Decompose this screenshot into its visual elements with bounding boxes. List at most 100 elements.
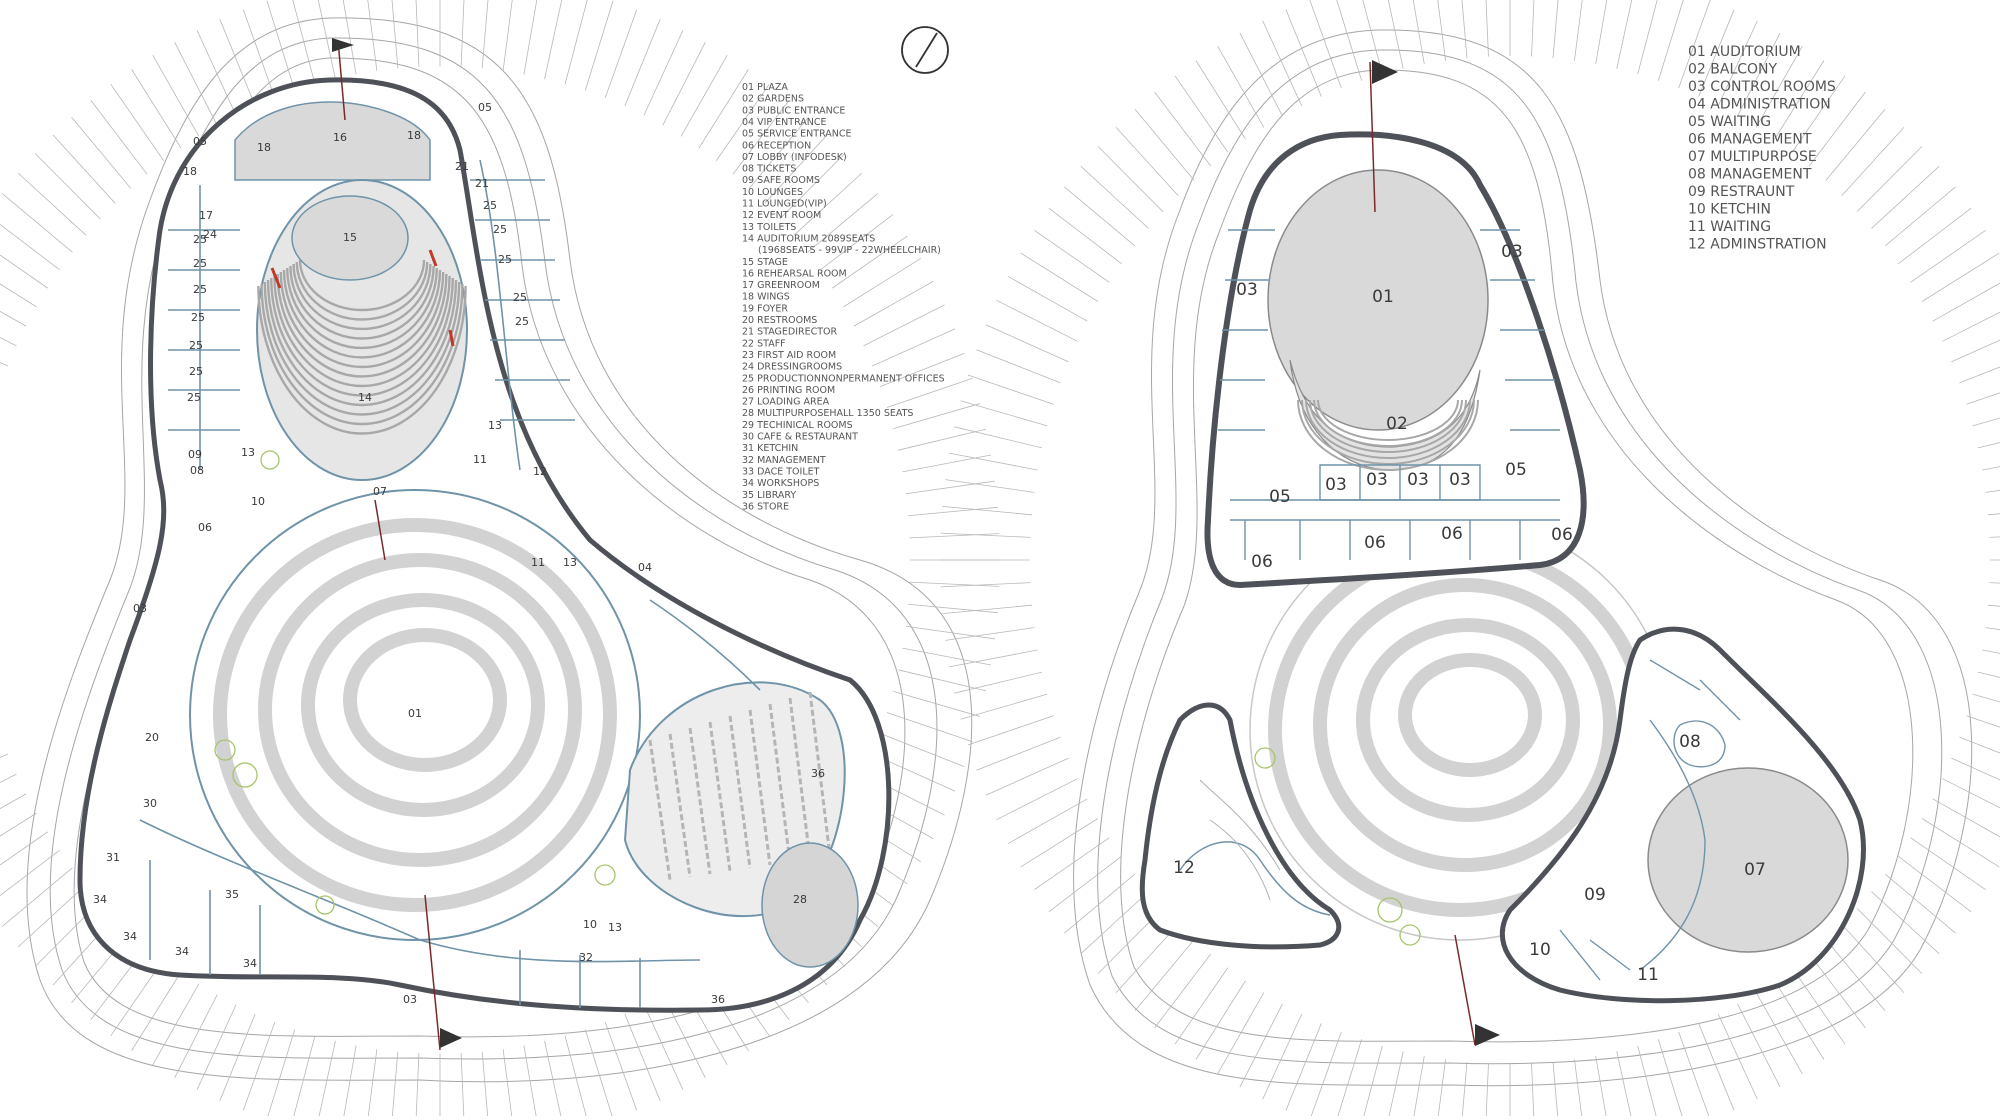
- contour-radial-line: [1959, 736, 2000, 754]
- east-wing-rooms: [1559, 659, 1741, 981]
- contour-radial-line: [680, 55, 728, 137]
- legend-item: 03 CONTROL ROOMS: [1688, 79, 1836, 95]
- contour-radial-line: [1362, 1045, 1383, 1120]
- room-label: 16: [333, 131, 347, 144]
- hall-seat-row: [648, 739, 672, 881]
- contour-radial-line: [1717, 20, 1758, 107]
- contour-radial-line: [1825, 109, 1886, 181]
- tree: [1254, 747, 1276, 769]
- contour-radial-line: [1942, 778, 2000, 809]
- balcony-row: [1309, 399, 1467, 453]
- contour-radial-line: [0, 310, 27, 327]
- contour-radial-line: [564, 0, 588, 85]
- room-label: 30: [143, 797, 157, 810]
- contour-radial-line: [976, 736, 1061, 771]
- room-label: 24: [203, 228, 217, 241]
- contour-radial-line: [1309, 1031, 1342, 1120]
- contour-2: [49, 37, 938, 1060]
- contour-radial-line: [242, 9, 276, 99]
- contour-radial-line: [174, 994, 218, 1078]
- plaza-ring: [213, 518, 617, 912]
- contour-radial-line: [131, 69, 182, 149]
- seat-row: [273, 275, 451, 388]
- seat-row: [282, 269, 442, 359]
- contour-radial-line: [1774, 980, 1825, 1060]
- contour-radial-line: [898, 669, 987, 692]
- contour-radial-line: [764, 134, 828, 204]
- contour-radial-line: [584, 1029, 614, 1120]
- contour-radial-line: [1977, 671, 2000, 678]
- seat-row: [286, 267, 438, 350]
- legend-item: (1968SEATS - 99VIP - 22WHEELCHAIR): [758, 245, 941, 256]
- room-label: 11: [1637, 965, 1659, 985]
- contour-radial-line: [996, 299, 1078, 342]
- right-trees: [1254, 747, 1421, 946]
- left-stage: [291, 195, 409, 281]
- contour-radial-line: [909, 581, 1000, 587]
- room-label: 21: [475, 177, 489, 190]
- room-label: 01: [1372, 287, 1394, 307]
- wall-west-rooms: [168, 229, 240, 431]
- contour-radial-line: [1336, 1039, 1363, 1120]
- room-label: 25: [189, 365, 203, 378]
- contour-radial-line: [0, 362, 8, 367]
- room-label: 25: [187, 391, 201, 404]
- room-label: 08: [190, 464, 204, 477]
- room-label: 09: [188, 448, 202, 461]
- contour-radial-line: [960, 693, 1048, 720]
- contour-radial-line: [1988, 513, 2000, 516]
- contour-radial-line: [0, 773, 17, 783]
- plaza-ring: [1398, 653, 1542, 777]
- contour-radial-line: [1174, 75, 1229, 153]
- contour-radial-line: [523, 1045, 538, 1120]
- contour-radial-line: [71, 116, 132, 189]
- seat-row: [270, 277, 454, 397]
- contour-radial-line: [1115, 924, 1179, 993]
- contour-radial-line: [481, 1051, 489, 1120]
- legend-item: 02 BALCONY: [1688, 62, 1778, 78]
- room-label: 25: [515, 315, 529, 328]
- contour-radial-line: [1791, 967, 1846, 1045]
- contour-radial-line: [1808, 91, 1866, 167]
- contour-radial-line: [1461, 0, 1468, 59]
- contour-radial-line: [1841, 924, 1905, 993]
- balcony-row: [1301, 399, 1475, 465]
- contour-radial-line: [1217, 992, 1265, 1074]
- contour-radial-line: [945, 627, 1035, 641]
- contour-radial-line: [1982, 649, 2000, 654]
- room-label: 31: [106, 851, 120, 864]
- right-auditorium-rooms: [1218, 229, 1560, 560]
- legend-item: 12 EVENT ROOM: [742, 210, 821, 221]
- room-label: 25: [193, 233, 207, 246]
- hall-seat-row: [808, 691, 832, 857]
- contour-radial-line: [1755, 992, 1803, 1074]
- contour-radial-line: [1885, 873, 1956, 934]
- room-label: 17: [199, 209, 213, 222]
- contour-radial-line: [367, 0, 378, 72]
- contour-radial-line: [196, 1004, 237, 1090]
- plaza-ring: [301, 593, 545, 817]
- contour-radial-line: [0, 793, 27, 810]
- contour-radial-line: [905, 480, 995, 495]
- contour-radial-line: [1616, 1051, 1633, 1120]
- room-label: 03: [133, 602, 147, 615]
- contour-radial-line: [1932, 282, 2000, 322]
- room-label: 07: [1744, 860, 1766, 880]
- contour-radial-line: [819, 214, 894, 271]
- contour-radial-line: [317, 0, 336, 79]
- contour-radial-line: [152, 983, 200, 1065]
- contour-radial-line: [0, 283, 37, 308]
- contour-radial-line: [1485, 0, 1489, 57]
- contour-radial-line: [942, 505, 1032, 516]
- contour-radial-line: [748, 116, 809, 189]
- flag-marker-icon: [1372, 60, 1398, 84]
- room-label: 11: [473, 453, 487, 466]
- legend-item: 07 LOBBY (INFODESK): [742, 152, 847, 163]
- contour-radial-line: [342, 0, 357, 75]
- contour-radial-line: [0, 849, 61, 897]
- contour-radial-line: [391, 0, 399, 69]
- contour-radial-line: [1552, 0, 1559, 59]
- room-label: 01: [408, 707, 422, 720]
